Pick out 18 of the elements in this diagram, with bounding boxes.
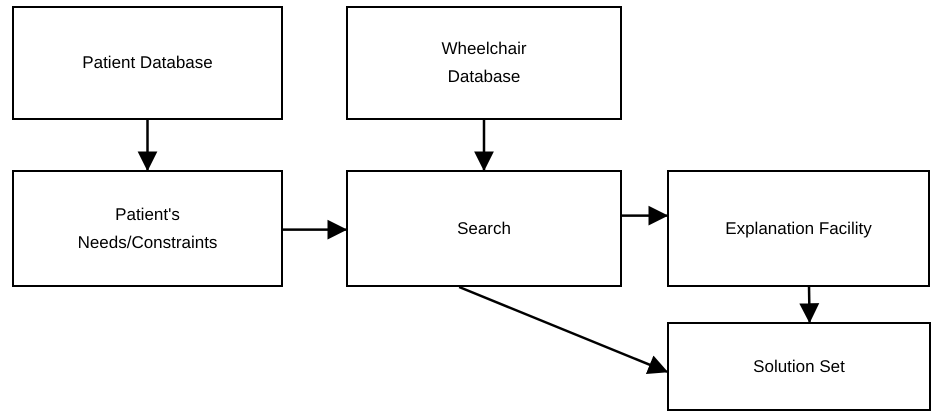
arrow [138, 120, 158, 172]
process-box [667, 170, 930, 287]
arrow [799, 286, 820, 324]
arrow [622, 206, 668, 226]
arrow [458, 286, 668, 374]
process-box [667, 322, 931, 411]
process-box [12, 6, 283, 120]
box-label: Patient Database [82, 52, 213, 74]
box-label: Search [457, 218, 511, 240]
box-label: Explanation Facility [725, 218, 872, 240]
box-label: Wheelchair Database [440, 38, 528, 88]
arrow [474, 120, 494, 172]
box-label: Patient's Needs/Constraints [76, 204, 218, 254]
box-label: Solution Set [753, 356, 845, 378]
process-box [346, 170, 622, 287]
process-box [12, 170, 283, 287]
process-box [346, 6, 622, 120]
arrow [283, 220, 348, 240]
